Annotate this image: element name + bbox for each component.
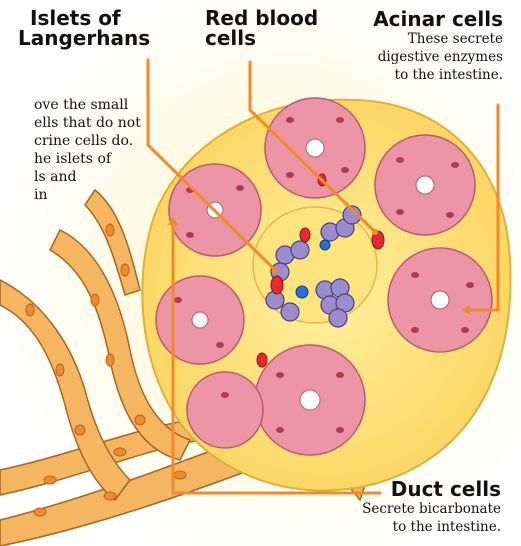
duct-title: Duct cells [301,478,501,500]
cutoff-line: crine cells do. [0,132,160,150]
islets-label-line1: Islets of [18,8,150,28]
red-blood-cells-label: Red blood cells [205,8,318,48]
duct-desc-line: to the intestine. [301,518,501,536]
islets-label: Islets of Langerhans [18,8,150,48]
acinar-desc-line: to the intestine. [323,66,503,84]
cutoff-line: ells that do not [0,114,160,132]
duct-desc-line: Secrete bicarbonate [301,500,501,518]
rbc-label-line1: Red blood [205,8,318,28]
acinar-title: Acinar cells [323,8,503,30]
acinar-desc-line: These secrete [323,30,503,48]
duct-cells-label: Duct cells Secrete bicarbonate to the in… [301,478,501,536]
cutoff-line: he islets of [0,150,160,168]
acinar-desc-line: digestive enzymes [323,48,503,66]
cutoff-line: ove the small [0,96,160,114]
islets-label-line2: Langerhans [18,28,150,48]
cutoff-line: in [0,186,160,204]
acinar-label: Acinar cells These secrete digestive enz… [323,8,503,84]
rbc-label-line2: cells [205,28,318,48]
cutoff-paragraph: ove the small ells that do not crine cel… [0,96,160,204]
cutoff-line: ls and [0,168,160,186]
